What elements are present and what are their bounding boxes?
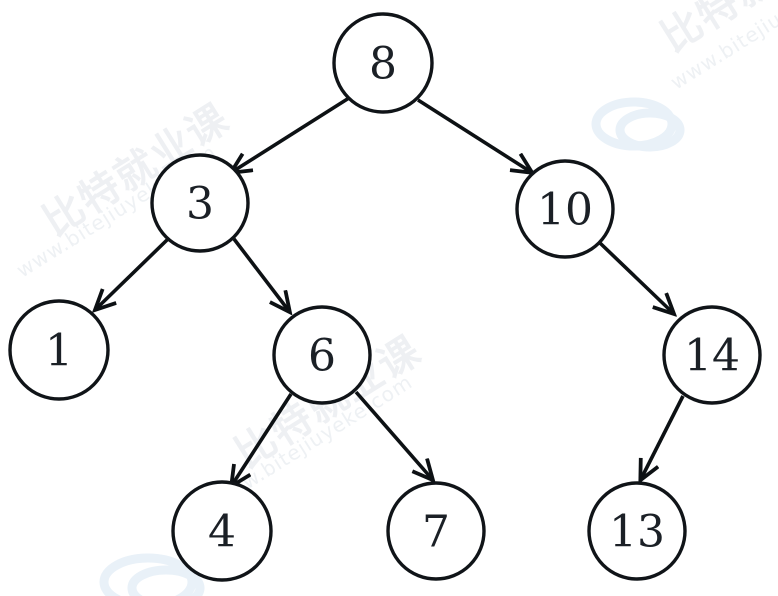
tree-node-13[interactable]: 13	[587, 481, 687, 581]
tree-node-4[interactable]: 4	[171, 480, 273, 582]
tree-edge-6-to-4	[232, 393, 293, 485]
tree-node-1[interactable]: 1	[8, 299, 110, 401]
tree-edge-8-to-3	[232, 96, 350, 172]
tree-edge-10-to-14	[598, 241, 673, 313]
tree-nodes: 8 3 10 1 6 14 4 7 13	[8, 12, 762, 582]
node-circle-8	[332, 12, 434, 114]
tree-node-6[interactable]: 6	[272, 305, 372, 405]
node-label-4: 4	[208, 507, 236, 558]
tree-edge-3-to-6	[232, 237, 289, 311]
node-label-6: 6	[308, 331, 336, 382]
node-label-10: 10	[537, 185, 593, 236]
tree-edge-6-to-7	[354, 390, 432, 479]
tree-node-14[interactable]: 14	[662, 305, 762, 405]
tree-node-7[interactable]: 7	[386, 481, 486, 581]
node-label-13: 13	[609, 507, 665, 558]
node-circle-1	[8, 299, 110, 401]
node-label-3: 3	[186, 179, 214, 230]
node-circle-10	[515, 159, 615, 259]
node-circle-13	[587, 481, 687, 581]
tree-edge-3-to-1	[96, 237, 170, 309]
tree-edge-14-to-13	[641, 395, 685, 479]
tree-node-10[interactable]: 10	[515, 159, 615, 259]
tree-edge-8-to-10	[417, 98, 531, 172]
node-circle-14	[662, 305, 762, 405]
node-label-8: 8	[369, 39, 397, 90]
node-label-1: 1	[45, 326, 73, 377]
node-label-7: 7	[422, 507, 450, 558]
node-circle-4	[171, 480, 273, 582]
node-circle-7	[386, 481, 486, 581]
tree-edges	[96, 96, 685, 485]
node-circle-3	[150, 153, 250, 253]
tree-node-8[interactable]: 8	[332, 12, 434, 114]
node-label-14: 14	[684, 331, 740, 382]
tree-node-3[interactable]: 3	[150, 153, 250, 253]
node-circle-6	[272, 305, 372, 405]
